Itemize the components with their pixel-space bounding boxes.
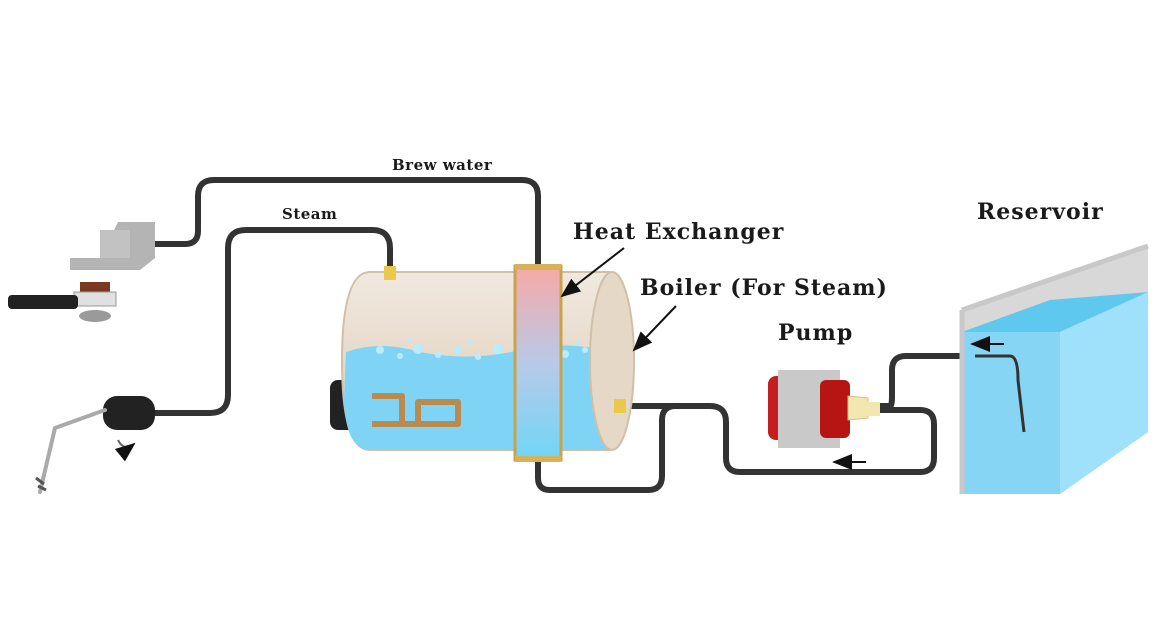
portafilter-basket [73,291,117,307]
heat-exchanger-cap-top [515,264,561,270]
rotate-arrow-icon [114,439,136,462]
reservoir-water-top [962,292,1148,332]
label-brew-water: Brew water [392,156,493,174]
portafilter-spout [79,310,111,322]
label-steam: Steam [282,205,337,223]
portafilter-handle [8,295,78,309]
boiler [330,266,635,451]
boiler-end-cap [589,271,635,451]
steam-fitting [384,266,396,280]
reservoir [959,243,1149,494]
pump [768,370,880,448]
steam-pipe [147,227,393,416]
brew-water-pipe [147,177,541,271]
pump-nozzle [847,395,869,421]
label-heat-exchanger: Heat Exchanger [573,219,784,245]
reservoir-rim [959,243,1149,494]
pump-intake-pipe [877,353,978,409]
hx-return-pipe [535,403,937,493]
steam-wand-tip [35,476,47,492]
label-reservoir: Reservoir [977,199,1104,225]
heat-exchanger [513,264,563,462]
label-pump: Pump [778,320,853,346]
pump-outlet [866,402,880,416]
steam-wand [35,396,155,494]
heating-element [372,393,461,427]
steam-knob [103,396,155,430]
pipes [147,177,978,493]
coffee-grounds [80,282,110,294]
steam-bubbles [376,338,588,360]
group-head [8,222,155,322]
hx-pointer-arrow-icon [560,247,625,298]
reservoir-front [962,332,1060,494]
heat-exchanger-cap-bottom [515,456,561,462]
boiler-fill-fitting [614,399,626,413]
reservoir-side [1060,292,1148,494]
boiler-pointer-arrow-icon [632,305,677,352]
group-head-neck [100,230,130,258]
pump-front [820,380,850,438]
label-boiler: Boiler (For Steam) [640,275,888,301]
flow-arrows [560,247,1004,470]
heat-exchanger-tube [513,264,563,462]
intake-tube [975,354,1026,433]
steam-wand-arm [38,408,107,494]
